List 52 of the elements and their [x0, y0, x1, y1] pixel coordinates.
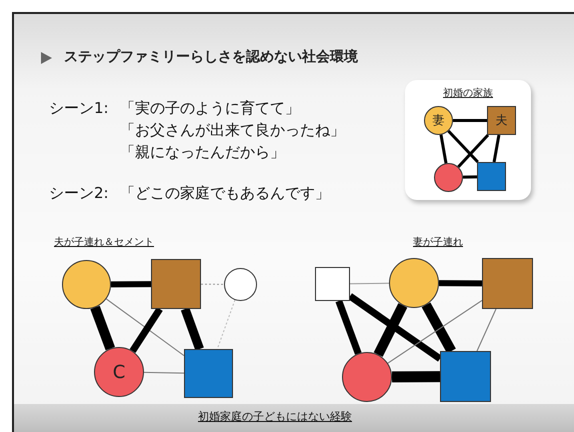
group-heading: 妻が子連れ [413, 236, 463, 249]
node-label: 夫 [496, 112, 508, 129]
scene-text: 「実の子のように育てて」 [120, 99, 300, 118]
scene-text: シーン1: [49, 99, 109, 118]
person-circle [424, 106, 453, 135]
scene-text: 「お父さんが出来て良かったね」 [120, 121, 345, 140]
relation-line [144, 372, 184, 374]
relation-line [392, 371, 440, 382]
relation-line [387, 300, 482, 364]
person-circle [94, 347, 144, 397]
person-square [477, 162, 506, 191]
person-square [487, 106, 516, 135]
person-circle [224, 268, 257, 301]
card-heading: 初婚の家族 [442, 86, 494, 100]
relation-line [476, 308, 496, 352]
inset-card [405, 80, 531, 200]
relation-line [130, 307, 163, 353]
person-circle [342, 352, 392, 402]
person-circle [62, 260, 111, 309]
relation-line [350, 282, 390, 284]
relation-line [106, 298, 184, 356]
relation-line [180, 307, 204, 351]
relation-line [422, 302, 456, 354]
scene-text: シーン2: [49, 184, 109, 203]
relation-line [216, 300, 236, 350]
relation-line [110, 281, 152, 288]
person-square [184, 349, 233, 398]
relation-line [457, 134, 490, 168]
relation-line [447, 130, 479, 164]
relation-line [336, 300, 362, 355]
relation-line [374, 303, 408, 357]
relation-line [462, 175, 478, 179]
person-circle [434, 163, 463, 192]
relation-line [453, 119, 487, 122]
person-square [440, 351, 491, 402]
node-label: 妻 [432, 112, 444, 129]
relation-line [438, 280, 482, 286]
person-circle [389, 258, 439, 308]
person-square [482, 258, 533, 309]
group-heading: 夫が子連れ＆セメント [54, 236, 154, 249]
relation-line [348, 293, 442, 362]
person-square [315, 267, 350, 301]
scene-text: 「どこの家庭でもあるんです」 [120, 184, 330, 203]
relation-line [90, 306, 115, 350]
slide-title: ステップファミリーらしさを認めない社会環境 [64, 48, 358, 66]
relation-line [492, 134, 500, 162]
scene-text: 「親になったんだから」 [120, 143, 285, 162]
node-label: C [112, 362, 126, 382]
relation-line [440, 134, 448, 164]
group-heading: 初婚家庭の子どもにはない経験 [198, 409, 352, 424]
relation-line [200, 284, 224, 285]
person-square [151, 259, 201, 309]
